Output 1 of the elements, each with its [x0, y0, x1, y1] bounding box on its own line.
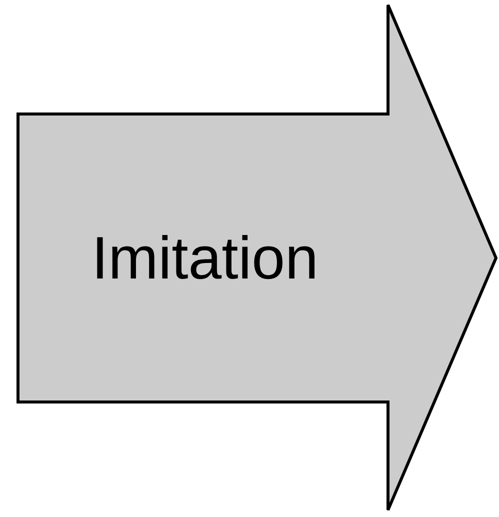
arrow-label: Imitation — [92, 224, 318, 292]
